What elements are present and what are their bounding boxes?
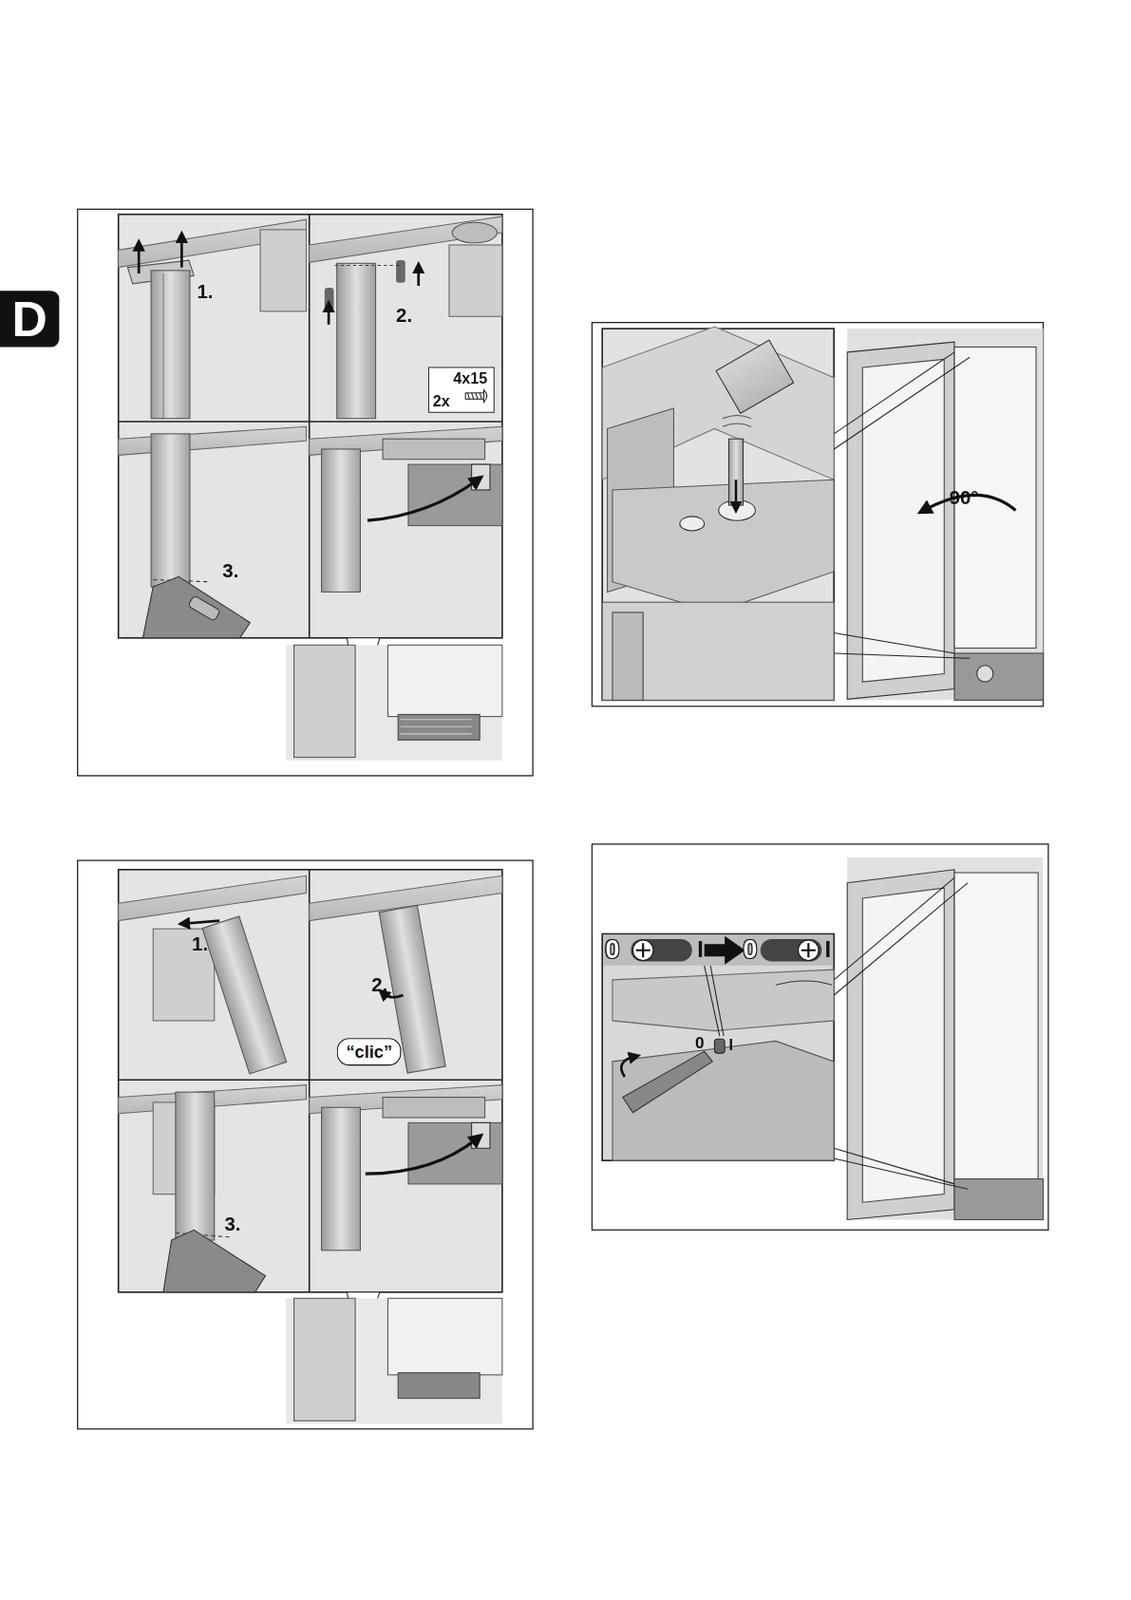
panel-2 <box>591 322 1043 707</box>
switch-mark: I <box>825 939 832 962</box>
section-tab: D <box>0 290 59 347</box>
section-letter: D <box>12 294 48 344</box>
step-number: 1. <box>196 282 213 302</box>
step-number: 1. <box>191 934 208 954</box>
step-number: 3. <box>222 561 239 581</box>
screw-count: 2x <box>433 393 451 409</box>
switch-mark: I <box>728 1036 733 1053</box>
step-number: 3. <box>224 1214 241 1234</box>
screw-box <box>428 367 494 413</box>
switch-mark: 0 <box>604 937 620 963</box>
panel-3 <box>77 860 533 1430</box>
switch-mark: 0 <box>695 1035 705 1052</box>
step-number: 2. <box>395 304 413 324</box>
step-number: 2. <box>371 975 388 995</box>
sound-label: “clic” <box>337 1037 402 1066</box>
switch-mark: I <box>697 939 704 962</box>
panel-4 <box>591 844 1048 1230</box>
angle-label: 90° <box>949 488 980 508</box>
switch-mark: 0 <box>743 937 758 963</box>
screw-size: 4x15 <box>452 370 488 386</box>
panel-1 <box>77 208 533 776</box>
